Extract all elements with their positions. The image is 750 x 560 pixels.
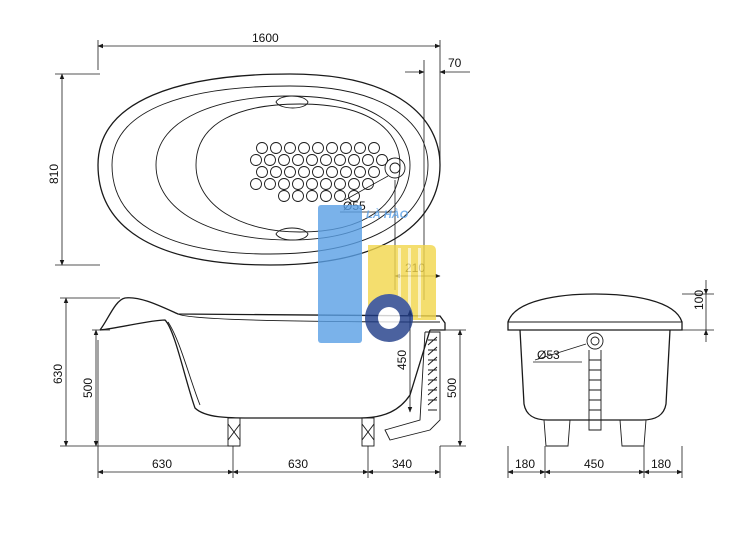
anti-slip-dot (340, 166, 352, 178)
top-view (97, 73, 441, 266)
anti-slip-dot (312, 142, 324, 154)
anti-slip-dot (250, 154, 262, 166)
anti-slip-dots (250, 142, 388, 202)
anti-slip-dot (284, 142, 296, 154)
anti-slip-dot (362, 154, 374, 166)
dim-end-mid: 450 (584, 457, 604, 471)
dim-end-left: 180 (515, 457, 535, 471)
anti-slip-dot (320, 190, 332, 202)
anti-slip-dot (292, 190, 304, 202)
anti-slip-dot (334, 190, 346, 202)
anti-slip-dot (326, 166, 338, 178)
dim-end-right: 180 (651, 457, 671, 471)
dim-side-height: 630 (51, 364, 65, 384)
anti-slip-dot (306, 154, 318, 166)
anti-slip-dot (292, 178, 304, 190)
dim-bottom-left: 630 (152, 457, 172, 471)
anti-slip-dot (284, 166, 296, 178)
drain-circle (384, 157, 406, 179)
anti-slip-dot (320, 178, 332, 190)
dim-top-offset: 70 (448, 56, 462, 70)
dim-bottom-right: 340 (392, 457, 412, 471)
side-view-dimensions: 630 500 450 500 630 630 340 (51, 297, 466, 478)
anti-slip-dot (264, 154, 276, 166)
anti-slip-dot (320, 154, 332, 166)
anti-slip-dot (354, 142, 366, 154)
dim-top-width: 810 (47, 164, 61, 184)
anti-slip-dot (354, 166, 366, 178)
dim-end-rim: 100 (692, 290, 706, 310)
anti-slip-dot (348, 178, 360, 190)
watermark-logo: LÀ HÀO (318, 205, 436, 343)
dim-side-inner-height: 500 (81, 378, 95, 398)
anti-slip-dot (250, 178, 262, 190)
anti-slip-dot (292, 154, 304, 166)
anti-slip-dot (270, 142, 282, 154)
anti-slip-dot (278, 190, 290, 202)
end-drain-pipe (586, 332, 604, 431)
anti-slip-dot (278, 178, 290, 190)
anti-slip-dot (340, 142, 352, 154)
dim-side-depth: 450 (395, 350, 409, 370)
anti-slip-dot (334, 154, 346, 166)
anti-slip-dot (264, 178, 276, 190)
anti-slip-dot (298, 142, 310, 154)
anti-slip-dot (348, 154, 360, 166)
anti-slip-dot (256, 142, 268, 154)
anti-slip-dot (334, 178, 346, 190)
end-view-dimensions: 100 Ø53 180 450 180 (507, 280, 714, 478)
anti-slip-dot (270, 166, 282, 178)
side-drain-pipe (384, 331, 441, 441)
dim-end-pipe-diameter: Ø53 (537, 348, 560, 362)
anti-slip-dot (306, 178, 318, 190)
anti-slip-dot (312, 166, 324, 178)
anti-slip-dot (256, 166, 268, 178)
dim-side-right-height: 500 (445, 378, 459, 398)
anti-slip-dot (278, 154, 290, 166)
anti-slip-dot (362, 178, 374, 190)
anti-slip-dot (368, 166, 380, 178)
end-view (507, 293, 683, 447)
anti-slip-dot (326, 142, 338, 154)
side-view (99, 297, 446, 447)
anti-slip-dot (376, 154, 388, 166)
anti-slip-dot (368, 142, 380, 154)
anti-slip-dot (348, 190, 360, 202)
dim-bottom-mid: 630 (288, 457, 308, 471)
watermark-text: LÀ HÀO (366, 208, 409, 221)
anti-slip-dot (306, 190, 318, 202)
dim-top-length: 1600 (252, 31, 279, 45)
anti-slip-dot (298, 166, 310, 178)
